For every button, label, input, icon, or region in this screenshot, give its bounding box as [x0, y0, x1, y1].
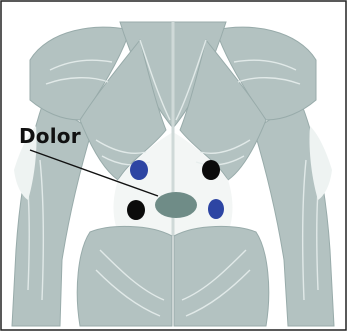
- pain-spot: [155, 192, 197, 218]
- upper-right-electrode: [202, 160, 220, 180]
- upper-left-electrode: [130, 160, 148, 180]
- right-gluteus: [174, 226, 269, 326]
- lower-right-electrode: [208, 199, 224, 219]
- lower-left-electrode: [127, 200, 145, 220]
- pain-label: Dolor: [19, 124, 81, 148]
- left-gluteus: [77, 226, 172, 326]
